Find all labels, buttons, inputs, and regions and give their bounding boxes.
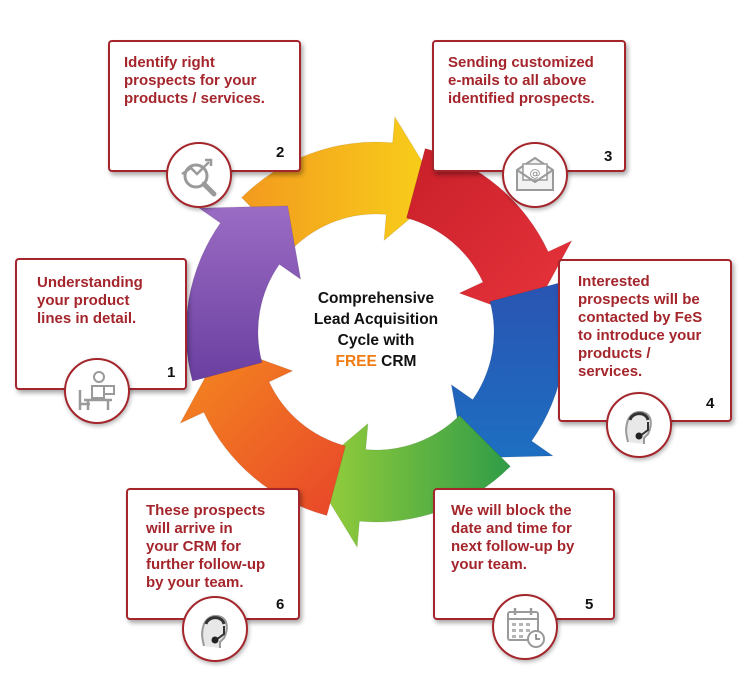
step-5-line-4: your team.: [451, 556, 527, 573]
headset-agent-icon: [625, 410, 652, 444]
center-line-3: Cycle with: [337, 332, 415, 349]
step-number-1: 1: [167, 364, 176, 381]
step-6-line-4: further follow-up: [146, 556, 266, 573]
crm-label: CRM: [376, 353, 417, 370]
magnifier-growth-icon: [181, 158, 217, 197]
center-line-1: Comprehensive: [317, 290, 435, 307]
step-5-line-2: date and time for: [451, 520, 572, 537]
step-number-4: 4: [706, 395, 715, 412]
step-2-line-2: prospects for your: [124, 72, 257, 89]
step-number-2: 2: [276, 144, 285, 161]
step-number-3: 3: [604, 148, 613, 165]
step-4-line-3: contacted by FeS: [578, 309, 703, 326]
center-line-4: FREE CRM: [290, 351, 462, 372]
step-6-line-5: by your team.: [146, 574, 244, 591]
email-envelope-icon: @: [516, 156, 554, 191]
step-2-line-3: products / services.: [124, 90, 265, 107]
step-number-6: 6: [276, 596, 285, 613]
step-number-5: 5: [585, 596, 594, 613]
calendar-clock-icon: [507, 608, 545, 648]
free-label: FREE: [335, 353, 377, 370]
step-3-line-1: Sending customized: [448, 54, 594, 71]
step-3-line-2: e-mails to all above: [448, 72, 587, 89]
arrow-segment-purple: [185, 205, 302, 382]
step-6-line-3: your CRM for: [146, 538, 241, 555]
step-icon-3: @: [502, 142, 568, 208]
step-5-line-3: next follow-up by: [451, 538, 575, 555]
step-1-line-1: Understanding: [37, 274, 143, 291]
step-5-line-1: We will block the: [451, 502, 572, 519]
step-6-line-2: will arrive in: [146, 520, 233, 537]
step-card-1: Understanding your product lines in deta…: [15, 258, 187, 390]
step-4-line-5: products /: [578, 345, 651, 362]
center-line-2: Lead Acquisition: [313, 311, 439, 328]
step-3-line-3: identified prospects.: [448, 90, 595, 107]
step-4-line-2: prospects will be: [578, 291, 700, 308]
svg-text:@: @: [530, 167, 541, 180]
step-4-line-6: services.: [578, 363, 643, 380]
cycle-center-title: Comprehensive Lead Acquisition Cycle wit…: [290, 288, 462, 372]
person-at-desk-icon: [78, 371, 115, 410]
step-card-6: These prospects will arrive in your CRM …: [126, 488, 300, 620]
step-icon-5: [492, 594, 558, 660]
step-1-line-2: your product: [37, 292, 130, 309]
step-6-line-1: These prospects: [146, 502, 266, 519]
step-2-line-1: Identify right: [124, 54, 215, 71]
step-icon-1: [64, 358, 130, 424]
step-4-line-4: to introduce your: [578, 327, 702, 344]
step-4-line-1: Interested: [578, 273, 650, 290]
headset-agent-icon: [201, 614, 228, 648]
step-1-line-3: lines in detail.: [37, 310, 137, 327]
step-icon-6: [182, 596, 248, 662]
step-icon-2: [166, 142, 232, 208]
step-icon-4: [606, 392, 672, 458]
